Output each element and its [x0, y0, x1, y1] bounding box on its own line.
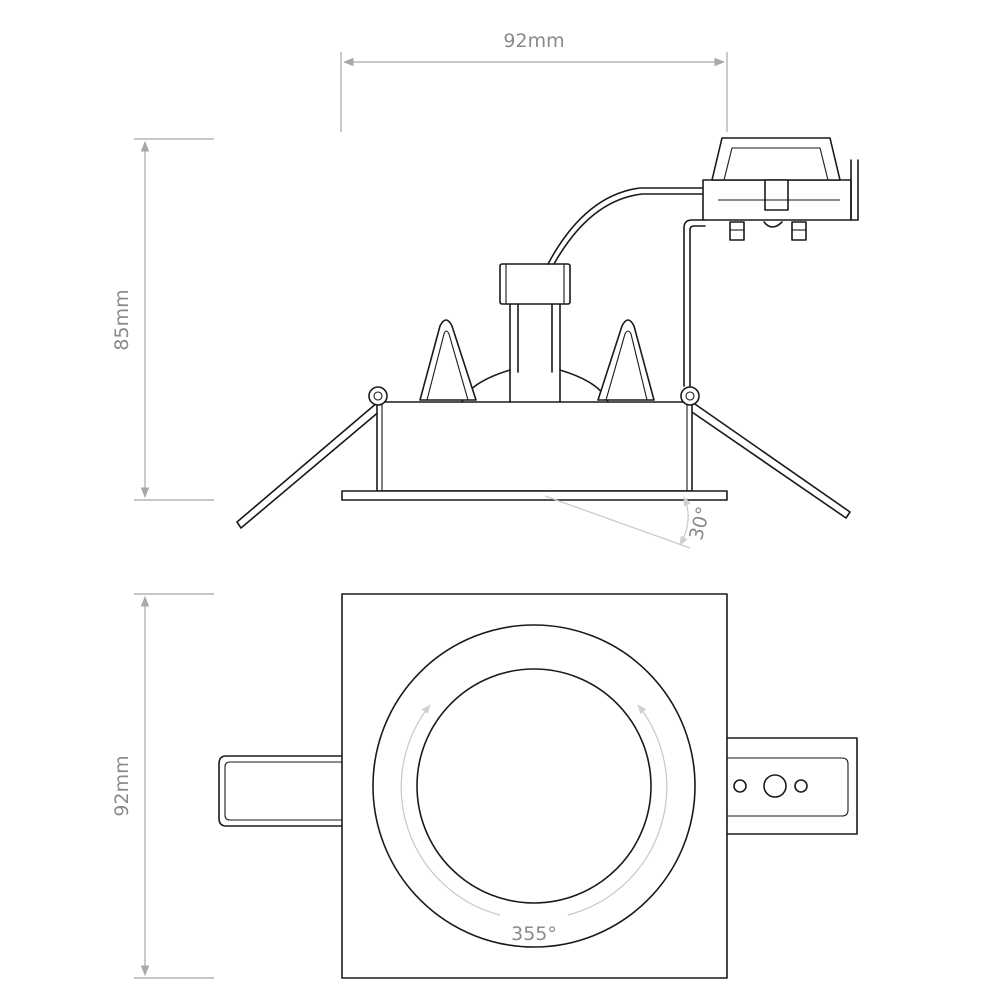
height-dimension-label: 85mm — [111, 289, 133, 350]
outer-ring — [372, 624, 696, 948]
rotation-arc-right — [567, 704, 668, 916]
driver-bracket-inner — [689, 225, 706, 387]
driver-bracket-outer — [683, 219, 706, 387]
lamp-holder-neck-left — [509, 299, 519, 403]
tilt-angle-reference — [544, 495, 691, 549]
terminal-screw-left — [729, 221, 745, 241]
plan-height-dimension: 92mm — [111, 593, 214, 979]
terminal-hole-right — [794, 779, 808, 793]
cable-outer — [547, 187, 706, 265]
width-dimension: 92mm — [340, 30, 728, 132]
terminal-screw-right — [791, 221, 807, 241]
spring-tab-left-outer — [218, 755, 343, 827]
fitting-body — [376, 401, 693, 492]
terminal-hole-centre — [763, 774, 787, 798]
side-view: 30° — [236, 137, 859, 549]
terminal-cover — [711, 137, 841, 181]
terminal-tab-right-outer — [726, 737, 858, 835]
spring-tab-left-inner — [224, 761, 342, 821]
tilt-angle-label: 30° — [685, 504, 715, 542]
square-faceplate — [341, 593, 728, 979]
lamp-holder-connector — [499, 263, 571, 305]
pivot-right-inner — [685, 391, 695, 401]
width-dimension-label: 92mm — [503, 30, 564, 52]
terminal-hole-left — [733, 779, 747, 793]
lamp-holder-neck-right — [551, 299, 561, 403]
fin-right-inner — [605, 330, 648, 401]
pivot-left — [368, 386, 388, 406]
terminal-centre-slot — [764, 179, 789, 211]
rotation-arc-left — [400, 704, 501, 916]
pivot-right — [680, 386, 700, 406]
terminal-cover-inner — [723, 147, 829, 181]
spring-clip-right — [688, 401, 851, 519]
inner-aperture — [416, 668, 652, 904]
fin-left-inner — [426, 330, 469, 401]
fitting-flange — [341, 490, 728, 501]
spring-clip-left — [236, 401, 382, 529]
plan-height-dimension-label: 92mm — [111, 755, 133, 816]
terminal-centre-screw — [763, 221, 783, 228]
terminal-tab-right-inner — [727, 757, 849, 817]
height-dimension: 85mm — [111, 138, 214, 501]
rotation-angle-label: 355° — [511, 923, 557, 945]
pivot-left-inner — [373, 391, 383, 401]
cable-inner — [553, 193, 706, 265]
plan-view: 355° — [218, 593, 858, 979]
tilt-angle-arc — [679, 496, 691, 546]
terminal-end-tab — [850, 159, 859, 221]
